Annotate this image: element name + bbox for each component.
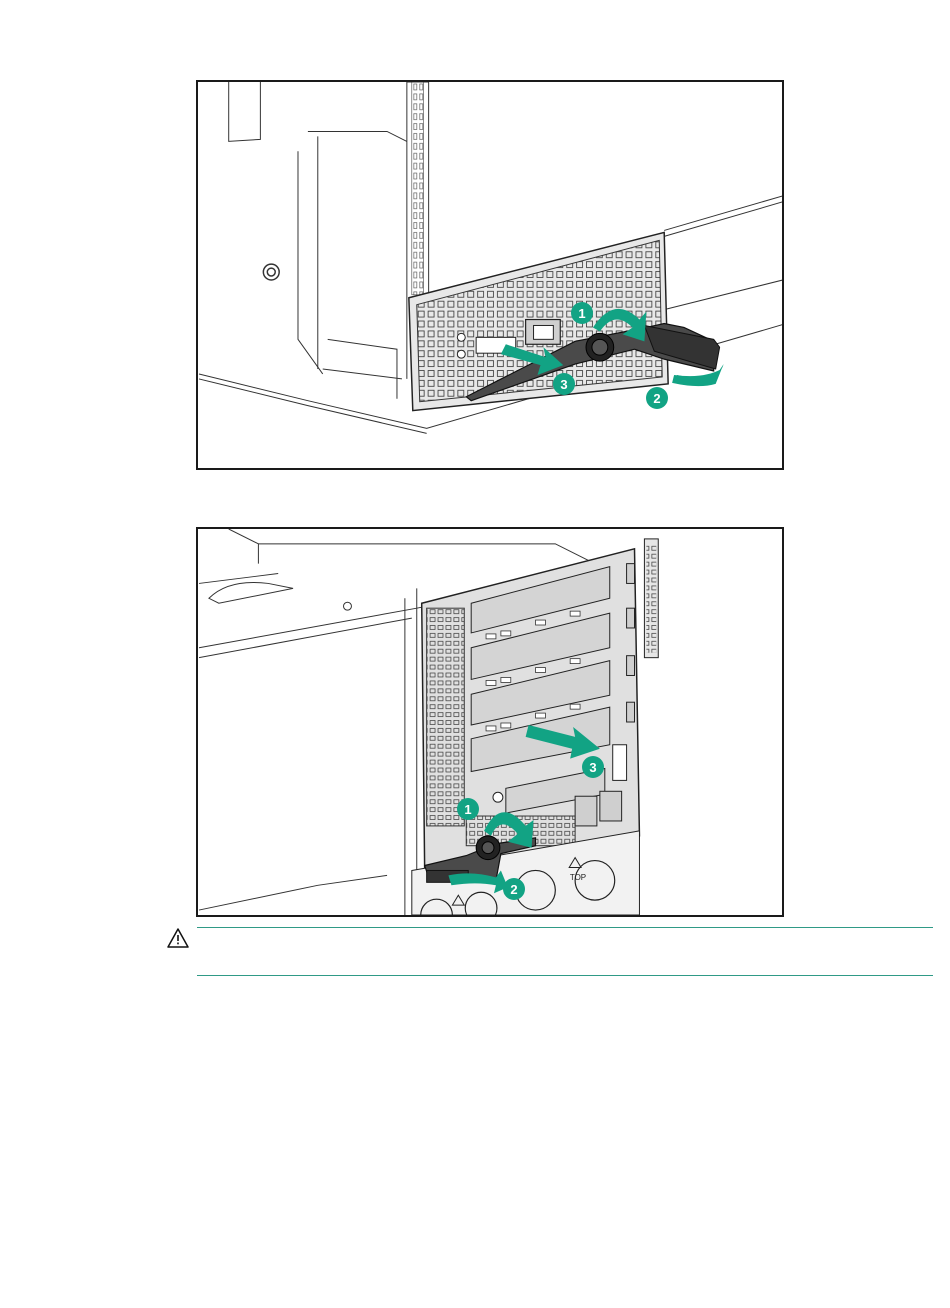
panel-top-label: TOP xyxy=(570,873,586,882)
notice-bottom-rule xyxy=(197,975,933,976)
callout-3: 3 xyxy=(553,373,575,395)
illustration-remove-module-2: 1 2 3 TOP xyxy=(196,527,784,917)
illustration-remove-module-1: 1 2 3 xyxy=(196,80,784,470)
notice-top-rule xyxy=(197,927,933,928)
callout-layer: 1 2 3 xyxy=(198,82,784,470)
callout-3-label: 3 xyxy=(560,377,567,392)
callout-2: 2 xyxy=(503,878,525,900)
callout-layer: 1 2 3 TOP xyxy=(198,529,784,917)
callout-3: 3 xyxy=(582,756,604,778)
callout-2-label: 2 xyxy=(653,391,660,406)
callout-1: 1 xyxy=(457,798,479,820)
callout-1-label: 1 xyxy=(578,306,585,321)
caution-icon xyxy=(167,928,189,948)
callout-1-label: 1 xyxy=(464,802,471,817)
callout-3-label: 3 xyxy=(589,760,596,775)
callout-1: 1 xyxy=(571,302,593,324)
callout-2-label: 2 xyxy=(510,882,517,897)
callout-2: 2 xyxy=(646,387,668,409)
